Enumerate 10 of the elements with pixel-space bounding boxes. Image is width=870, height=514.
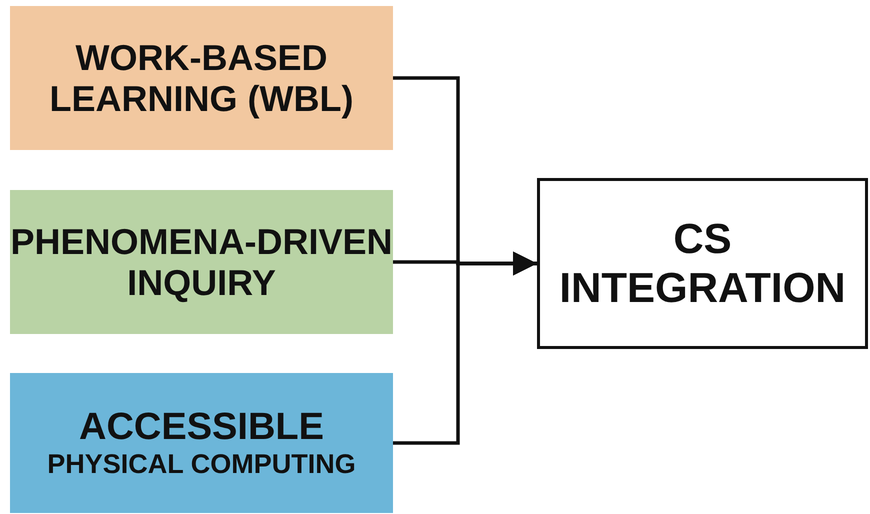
connector-arrow [393, 252, 537, 445]
target-box [537, 178, 868, 349]
source-box [10, 190, 393, 334]
box-label: ACCESSIBLE [79, 406, 324, 450]
box-label: CS INTEGRATION [558, 215, 847, 312]
source-box [10, 6, 393, 150]
source-box [10, 373, 393, 513]
box-label: PHENOMENA-DRIVEN INQUIRY [10, 220, 393, 304]
box-label: PHYSICAL COMPUTING [47, 449, 356, 480]
box-label: WORK-BASED LEARNING (WBL) [48, 36, 354, 120]
